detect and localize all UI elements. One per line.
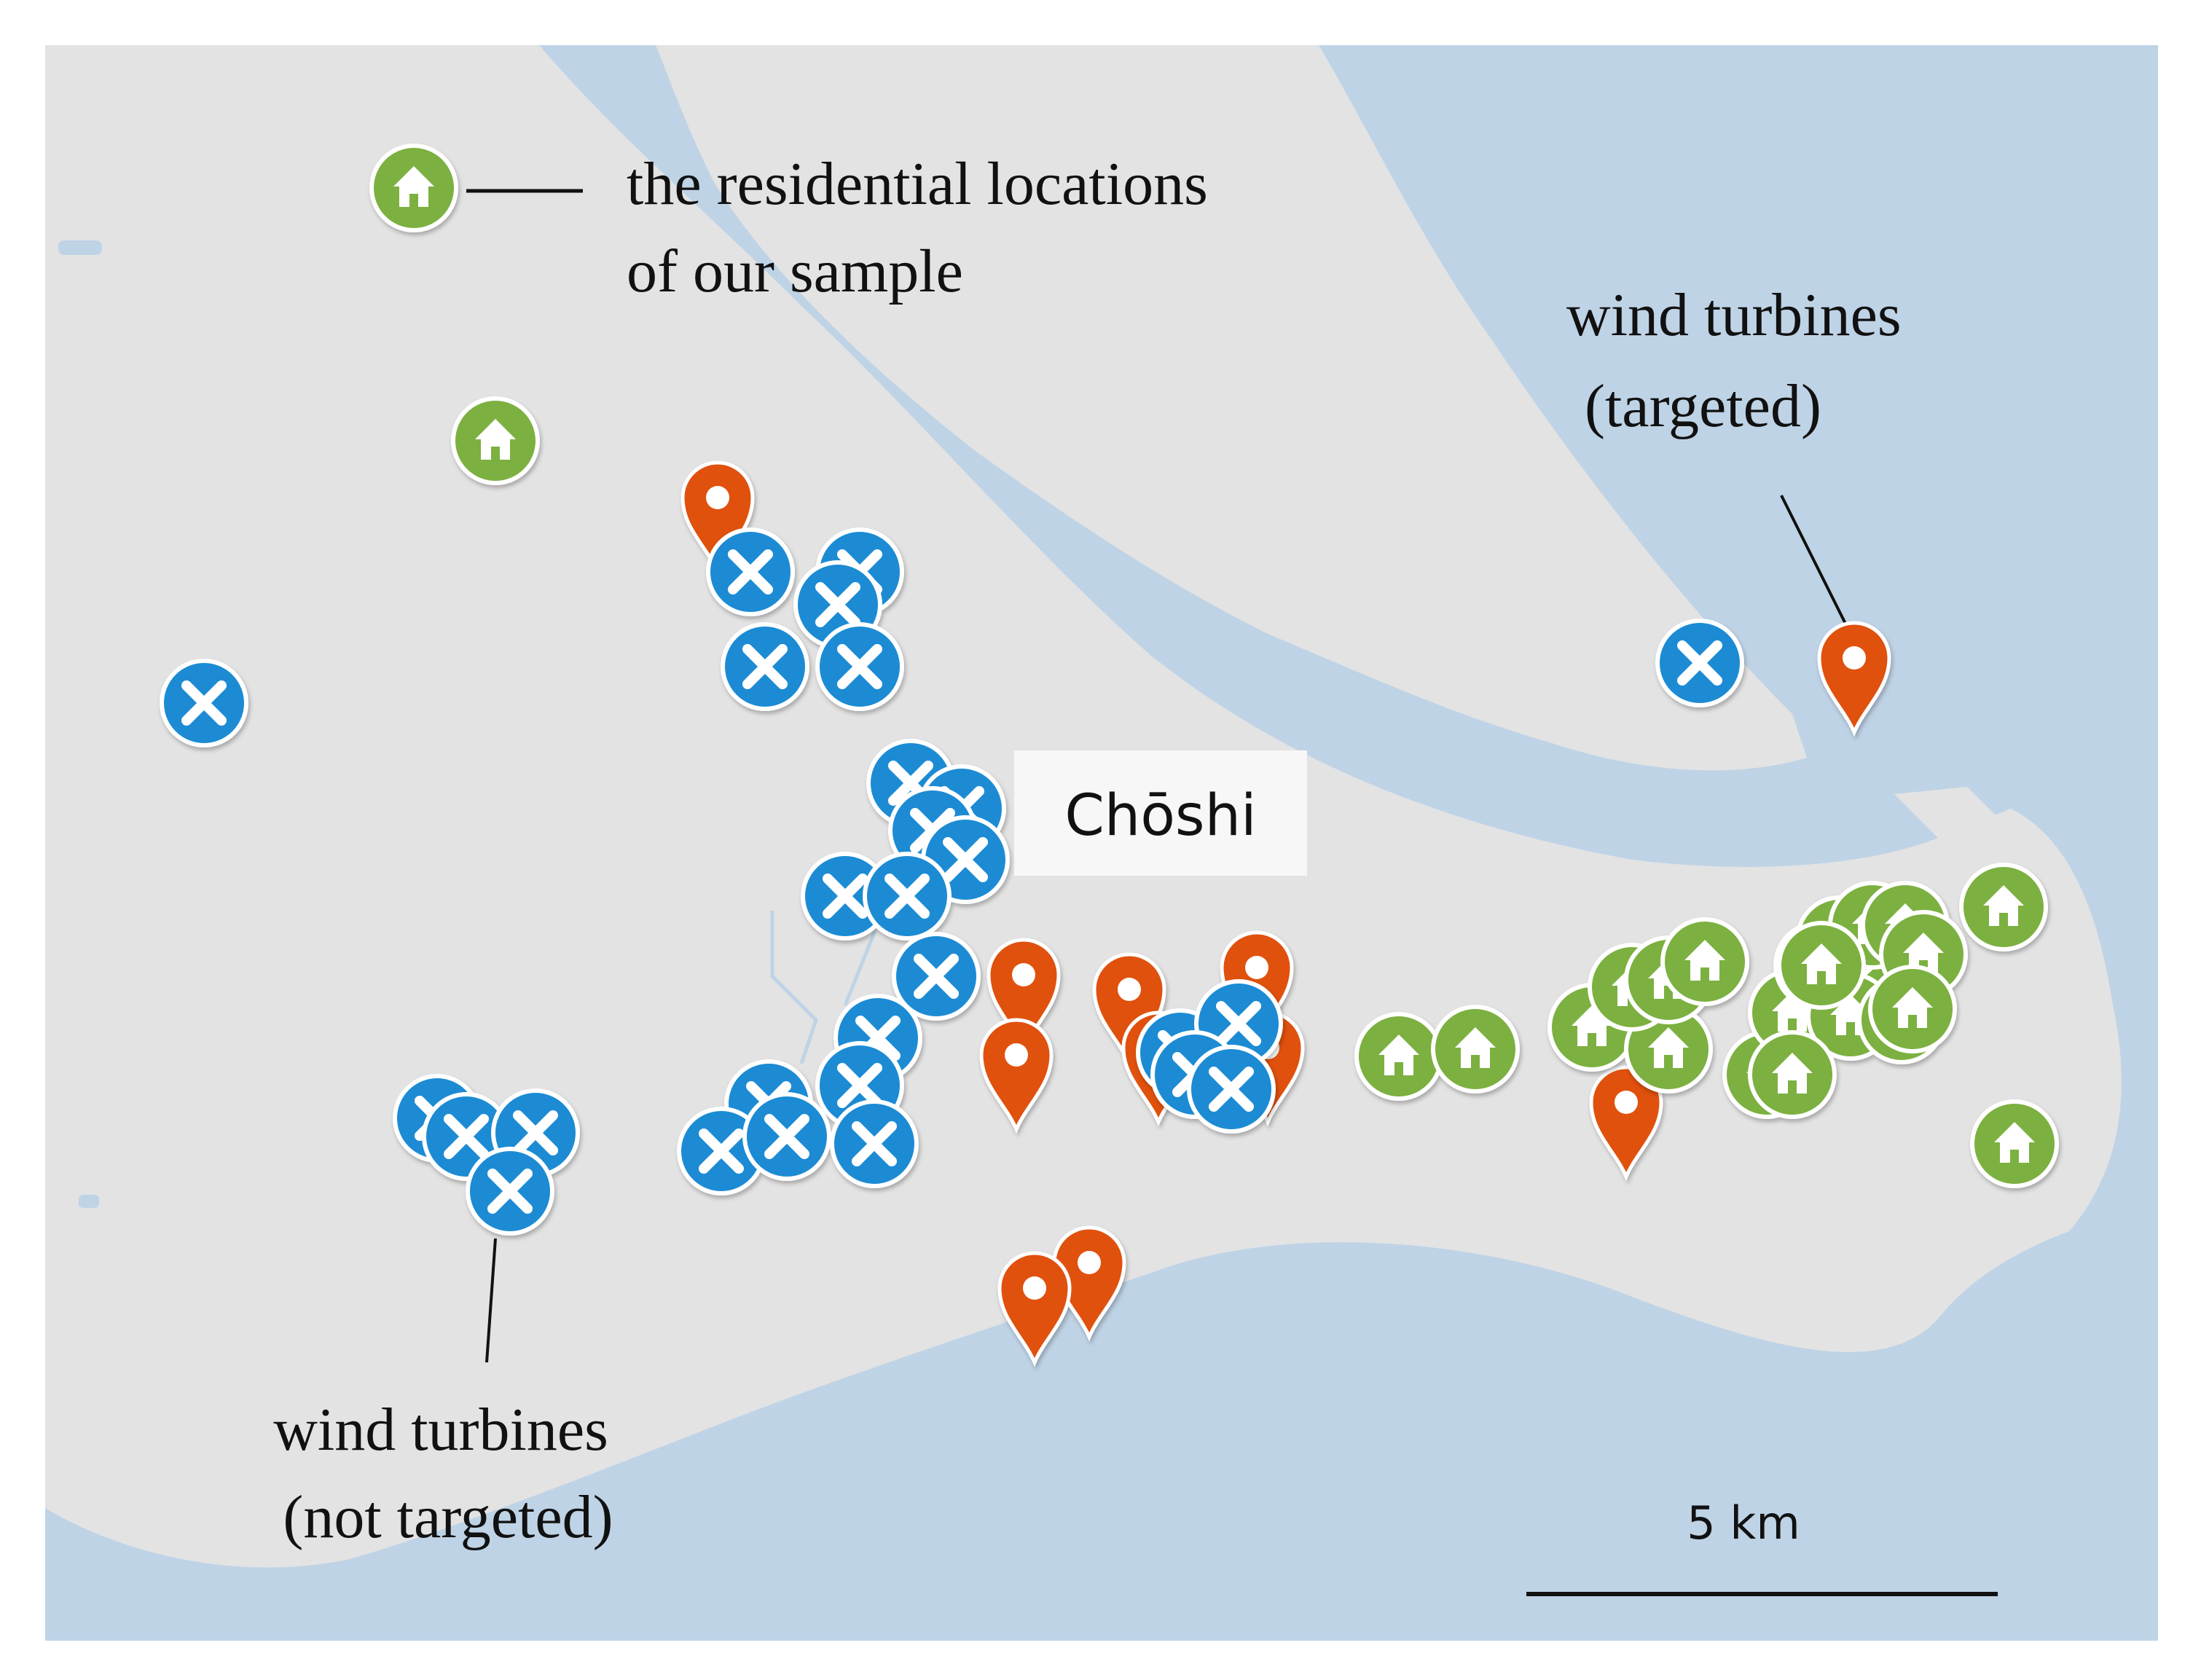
house-icon[interactable]: [1972, 1102, 2057, 1186]
pond-1: [58, 240, 102, 255]
land-small-island: [1894, 787, 1996, 838]
x-cross-icon[interactable]: [745, 1094, 829, 1179]
x-cross-icon[interactable]: [708, 530, 793, 614]
scale-bar-label: 5 km: [1687, 1496, 1800, 1550]
harbor-pier-1: [1778, 627, 1829, 634]
harbor-pier-2: [1778, 656, 1829, 663]
pond-2: [79, 1195, 99, 1208]
annotation-targeted-line2: (targeted): [1585, 372, 1821, 440]
house-icon[interactable]: [1779, 923, 1864, 1008]
annotation-targeted-line1: wind turbines: [1566, 281, 1902, 349]
x-cross-icon[interactable]: [1658, 621, 1742, 705]
annotation-not-targeted-line1: wind turbines: [273, 1396, 608, 1464]
city-label-text: Chōshi: [1064, 783, 1256, 849]
house-icon[interactable]: [1870, 967, 1955, 1051]
house-icon[interactable]: [1433, 1007, 1518, 1091]
stream-1: [770, 911, 818, 1064]
house-icon: [372, 146, 456, 230]
annotation-not-targeted: wind turbines (not targeted): [273, 1238, 613, 1551]
x-cross-icon[interactable]: [832, 1102, 917, 1186]
annotation-leader-line: [1780, 495, 1856, 642]
house-icon[interactable]: [453, 399, 538, 483]
annotation-residential-line2: of our sample: [627, 238, 963, 305]
annotation-residential-line1: the residential locations: [627, 150, 1208, 218]
annotation-not-targeted-line2: (not targeted): [283, 1483, 613, 1551]
x-cross-icon[interactable]: [468, 1149, 552, 1233]
x-cross-icon[interactable]: [817, 624, 902, 709]
house-icon[interactable]: [1750, 1032, 1835, 1117]
city-label-box: [1014, 750, 1307, 876]
city-label: Chōshi: [1014, 750, 1307, 876]
house-icon[interactable]: [1961, 865, 2046, 949]
land-north-bank: [656, 45, 1807, 771]
annotation-leader-line: [485, 1238, 497, 1363]
x-cross-icon[interactable]: [865, 854, 949, 938]
annotation-targeted: wind turbines (targeted): [1566, 281, 1902, 642]
x-cross-icon[interactable]: [1189, 1047, 1274, 1131]
scale-bar: 5 km: [1526, 1496, 1998, 1596]
house-icon[interactable]: [1357, 1014, 1441, 1099]
house-icon[interactable]: [1663, 919, 1747, 1004]
annotation-residential: the residential locations of our sample: [372, 146, 1208, 305]
harbor-pier-3: [1778, 685, 1829, 692]
x-cross-icon[interactable]: [723, 624, 807, 709]
x-cross-icon[interactable]: [162, 661, 246, 745]
